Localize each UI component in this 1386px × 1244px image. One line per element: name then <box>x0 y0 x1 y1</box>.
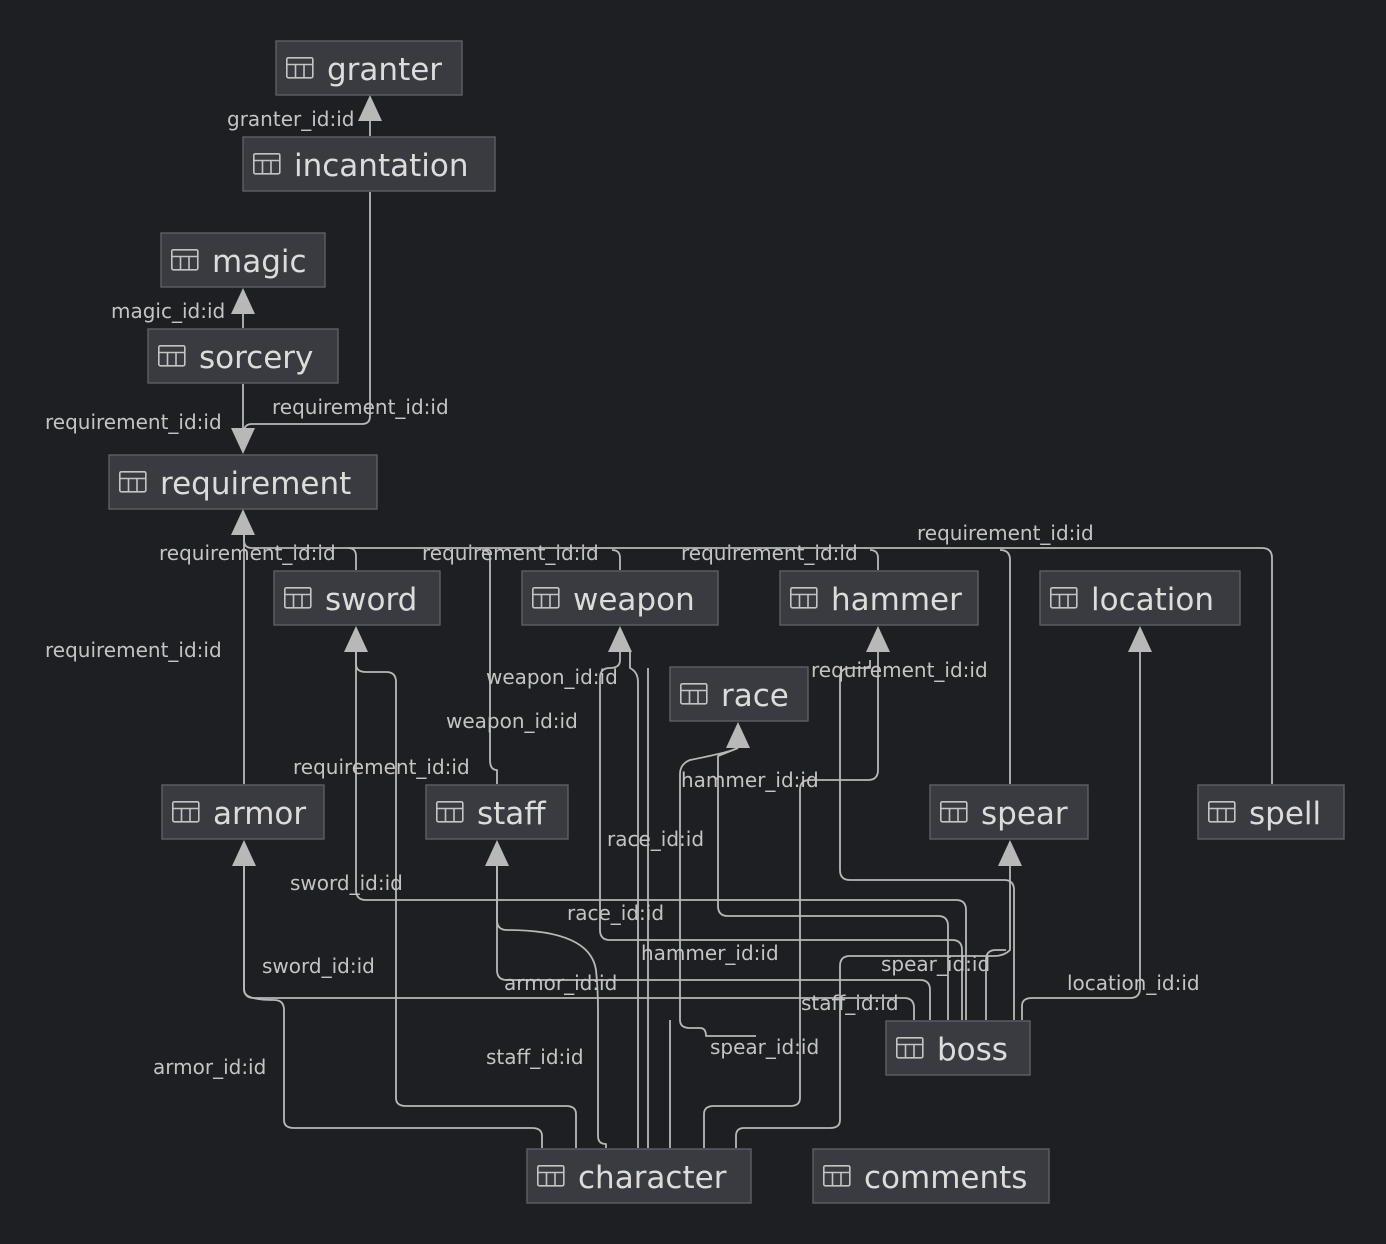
arrow-to-requirement-bottom <box>231 509 255 535</box>
table-node-magic[interactable]: magic <box>160 232 326 288</box>
connectors <box>242 104 1273 1148</box>
table-name: armor <box>213 796 306 832</box>
edge-label: requirement_id:id <box>159 541 336 565</box>
arrow-to-location <box>1128 626 1152 652</box>
table-name: requirement <box>160 466 351 502</box>
edge-label: requirement_id:id <box>45 410 222 434</box>
table-name: weapon <box>573 582 695 618</box>
edge-label: requirement_id:id <box>681 541 858 565</box>
table-name: spell <box>1249 796 1321 832</box>
edge-label: sword_id:id <box>290 871 403 895</box>
table-name: hammer <box>831 582 962 618</box>
arrow-to-hammer <box>866 626 890 652</box>
table-node-hammer[interactable]: hammer <box>779 570 979 626</box>
table-name: spear <box>981 796 1068 832</box>
table-name: boss <box>937 1032 1008 1068</box>
edge-label: granter_id:id <box>227 107 354 131</box>
table-node-armor[interactable]: armor <box>161 784 325 840</box>
table-name: magic <box>212 244 307 280</box>
arrow-to-magic <box>231 288 255 314</box>
edge-label: race_id:id <box>607 827 704 851</box>
arrow-to-weapon <box>608 626 632 652</box>
table-node-staff[interactable]: staff <box>425 784 569 840</box>
table-name: incantation <box>294 148 468 184</box>
table-node-spear[interactable]: spear <box>929 784 1089 840</box>
table-name: location <box>1091 582 1214 618</box>
table-node-location[interactable]: location <box>1039 570 1241 626</box>
table-node-requirement[interactable]: requirement <box>108 454 378 510</box>
table-node-spell[interactable]: spell <box>1197 784 1345 840</box>
edge-label: hammer_id:id <box>681 768 819 792</box>
table-name: race <box>721 678 789 714</box>
edge-label: race_id:id <box>567 901 664 925</box>
edge-label: weapon_id:id <box>446 709 578 733</box>
edge-label: requirement_id:id <box>422 541 599 565</box>
table-name: staff <box>477 796 546 832</box>
edge-label: requirement_id:id <box>811 658 988 682</box>
arrow-to-staff <box>485 840 509 866</box>
edge-label: location_id:id <box>1067 971 1200 995</box>
edge-label: armor_id:id <box>153 1055 266 1079</box>
arrowheads <box>231 95 1152 866</box>
table-node-incantation[interactable]: incantation <box>242 136 496 192</box>
table-node-sword[interactable]: sword <box>273 570 441 626</box>
table-node-comments[interactable]: comments <box>812 1148 1050 1204</box>
arrow-to-armor <box>232 840 256 866</box>
table-node-boss[interactable]: boss <box>885 1020 1031 1076</box>
edge-label: sword_id:id <box>262 954 375 978</box>
edge-label: requirement_id:id <box>917 521 1094 545</box>
edge-label: staff_id:id <box>801 991 899 1015</box>
edge-label: requirement_id:id <box>293 755 470 779</box>
table-node-character[interactable]: character <box>526 1148 752 1204</box>
arrow-to-race <box>726 722 750 748</box>
edge-label: weapon_id:id <box>486 665 618 689</box>
table-node-granter[interactable]: granter <box>275 40 463 96</box>
table-name: comments <box>864 1160 1027 1196</box>
table-node-sorcery[interactable]: sorcery <box>147 328 339 384</box>
edge-label: spear_id:id <box>710 1035 819 1059</box>
edge-label: requirement_id:id <box>45 638 222 662</box>
edge-label: requirement_id:id <box>272 395 449 419</box>
table-name: granter <box>327 52 442 88</box>
table-node-race[interactable]: race <box>669 666 809 722</box>
edge-label: magic_id:id <box>111 299 225 323</box>
edge-label: armor_id:id <box>504 971 617 995</box>
arrow-to-granter <box>358 95 382 121</box>
table-name: sword <box>325 582 417 618</box>
edge-label: hammer_id:id <box>641 941 779 965</box>
arrow-to-spear <box>998 840 1022 866</box>
edge-labels: granter_id:id magic_id:id requirement_id… <box>45 107 1200 1079</box>
edge-label: spear_id:id <box>881 952 990 976</box>
arrow-to-requirement-top <box>231 428 255 454</box>
arrow-to-sword <box>344 626 368 652</box>
table-name: sorcery <box>199 340 313 376</box>
table-name: character <box>578 1160 727 1196</box>
edge-label: staff_id:id <box>486 1045 584 1069</box>
table-node-weapon[interactable]: weapon <box>521 570 719 626</box>
